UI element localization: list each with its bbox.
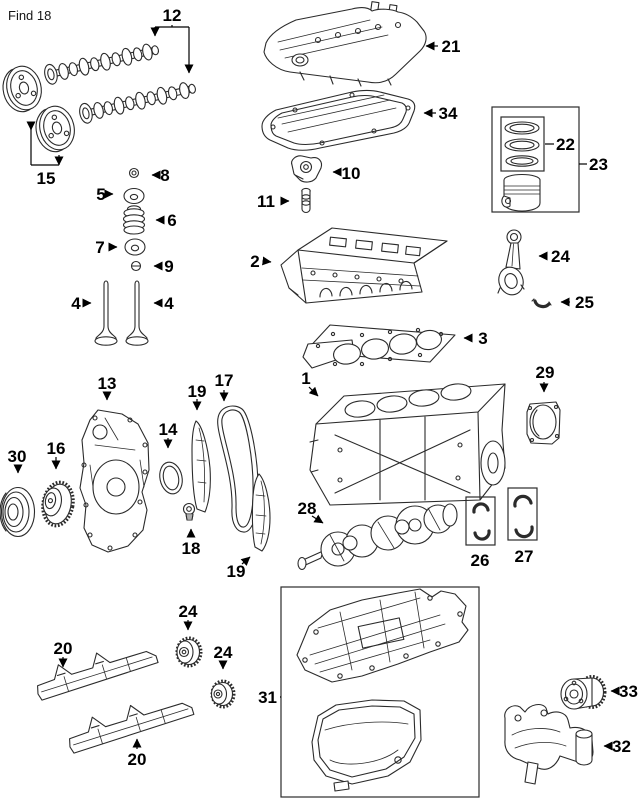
callout-valve-cap-8: 8 (160, 166, 169, 185)
cam-adjuster-drawing (560, 675, 607, 710)
callout-valve-keeper-9: 9 (164, 257, 173, 276)
callout-chain-guide-19-lower: 19 (227, 562, 246, 581)
connecting-rod-drawing (497, 229, 525, 296)
callout-tensioner-18: 18 (182, 539, 201, 558)
crank-pulley-drawing (0, 486, 36, 538)
oil-pan-kit-drawing (280, 586, 480, 798)
callout-camshafts-12: 12 (163, 6, 182, 25)
front-seal-drawing (159, 461, 183, 495)
callout-valve-4-left: 4 (71, 294, 81, 313)
valve-right-drawing (125, 280, 149, 346)
cover-gasket-drawing (261, 89, 416, 151)
valve-left-drawing (94, 280, 118, 346)
callout-rocker-arm-10: 10 (342, 164, 361, 183)
tensioner-drawing (182, 502, 196, 521)
callout-timing-cover-13: 13 (98, 374, 117, 393)
callout-crankshaft-28: 28 (298, 499, 317, 518)
crankshaft-drawing (297, 503, 458, 571)
callout-cylinder-head-2: 2 (250, 252, 259, 271)
timing-cover-drawing (79, 409, 150, 553)
valve-keeper-drawing (130, 260, 142, 272)
head-gasket-drawing (302, 324, 456, 369)
leader-1 (308, 386, 319, 397)
callout-bearing-set-26: 26 (471, 551, 490, 570)
callout-piston-kit-23: 23 (589, 155, 608, 174)
callout-crank-sprocket-16: 16 (47, 439, 66, 458)
ring-kit-box (500, 116, 545, 172)
chain-guide-upper-drawing (191, 420, 211, 513)
callout-bearing-set-27: 27 (515, 547, 534, 566)
leader-19-lower (240, 556, 251, 566)
callout-cam-adjuster-33: 33 (619, 682, 638, 701)
balance-gear-right-drawing (210, 679, 236, 709)
leader-28 (311, 514, 324, 524)
spring-retainer-drawing (123, 187, 145, 205)
artwork-layer (0, 1, 607, 798)
valve-spring-drawing (122, 205, 146, 235)
camshaft-lower-drawing (79, 82, 196, 124)
filter-bracket-drawing (504, 703, 594, 785)
callout-balance-gear-24-left: 24 (179, 602, 198, 621)
leader-2 (262, 256, 272, 266)
callout-balance-gear-24-right: 24 (214, 643, 233, 662)
valve-cover-drawing (263, 1, 427, 87)
rear-seal-drawing (526, 401, 561, 445)
callout-rod-bearing-25: 25 (575, 293, 594, 312)
bearing-kit-26-drawing (465, 496, 496, 546)
callout-spring-seat-7: 7 (95, 238, 104, 257)
callout-spring-retainer-5: 5 (96, 185, 105, 204)
cam-phaser-left-drawing (2, 65, 42, 113)
callout-front-seal-14: 14 (159, 420, 178, 439)
crank-sprocket-drawing (41, 480, 75, 528)
piston-kit-drawing (491, 106, 580, 213)
callout-valve-cover-21: 21 (442, 37, 461, 56)
leader-12-bracket (155, 25, 189, 28)
callout-timing-chain-17: 17 (215, 371, 234, 390)
balance-shaft-upper-drawing (37, 650, 159, 701)
callout-engine-block-1: 1 (301, 369, 310, 388)
callout-head-gasket-3: 3 (478, 329, 487, 348)
callout-cover-gasket-34: 34 (439, 104, 458, 123)
callout-rear-seal-29: 29 (536, 363, 555, 382)
cam-phaser-right-drawing (35, 105, 75, 153)
spring-seat-drawing (124, 238, 146, 256)
callout-oil-pan-kit-31: 31 (258, 688, 277, 707)
camshaft-upper-drawing (44, 43, 160, 85)
cylinder-head-drawing (280, 227, 448, 304)
callout-valve-spring-6: 6 (167, 211, 176, 230)
callout-valve-4-right: 4 (164, 294, 174, 313)
callout-crank-pulley-30: 30 (8, 447, 27, 466)
valve-cap-drawing (128, 167, 140, 179)
callout-filter-bracket-32: 32 (612, 737, 631, 756)
engine-block-drawing (309, 383, 506, 506)
find-label: Find 18 (8, 8, 51, 23)
callout-lash-adjuster-11: 11 (257, 192, 275, 211)
lash-adjuster-drawing (301, 187, 311, 214)
rocker-arm-drawing (291, 155, 323, 183)
callout-piston-rings-22: 22 (556, 135, 575, 154)
callout-cam-phasers-15: 15 (37, 169, 56, 188)
bearing-kit-27-drawing (507, 487, 538, 541)
chain-guide-lower-drawing (251, 473, 271, 552)
balance-gear-left-drawing (175, 636, 203, 668)
callout-balance-shaft-20-upper: 20 (54, 639, 73, 658)
piston-kit-box (491, 106, 580, 213)
callout-connecting-rod-24: 24 (551, 247, 570, 266)
callout-chain-guide-19-upper: 19 (188, 382, 207, 401)
oil-pan-kit-box (280, 586, 480, 798)
rod-bearing-drawing (531, 298, 552, 309)
balance-shaft-lower-drawing (69, 702, 195, 754)
callout-balance-shaft-20-lower: 20 (128, 750, 147, 769)
leader-lines (13, 25, 620, 751)
